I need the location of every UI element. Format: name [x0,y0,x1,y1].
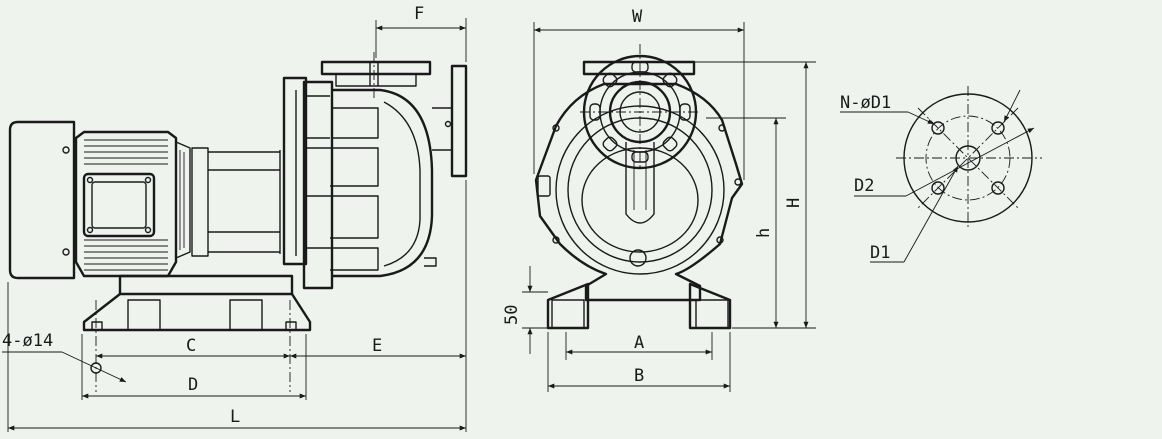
front-view [534,44,744,330]
label-b: B [634,366,644,386]
bolt-hole [991,181,1005,195]
suction-tube [625,142,655,224]
bolt-hole [991,121,1005,135]
bolt-hole [931,181,945,195]
label-n-d1: N-øD1 [840,93,891,113]
label-a: A [634,333,644,353]
label-w: W [632,7,643,27]
side-view [8,52,468,392]
pump-casing [282,60,468,290]
motor-fan-cover [8,120,76,280]
label-e: E [372,336,382,356]
coupling-housing [191,147,281,257]
label-l: L [230,407,240,427]
label-h-upper: H [784,198,804,208]
label-d2: D2 [854,176,874,196]
impeller-shroud [581,147,699,253]
label-d1: D1 [870,243,890,263]
front-view-dimensions [522,22,816,392]
dimension-labels: F W N-øD1 H h D2 D1 50 4-ø14 C E A B D L [2,4,891,427]
volute-ring [555,105,725,275]
side-view-dimensions [2,18,467,432]
motor-body [74,130,191,278]
label-c: C [186,336,196,356]
label-h-lower: h [754,228,774,238]
bolt-hole [931,121,945,135]
label-d: D [188,375,198,395]
pump-base [82,274,312,332]
front-outer-casing [534,82,744,302]
flange-view [840,86,1042,263]
drain-plug [629,249,647,267]
label-50: 50 [502,305,522,325]
label-bolt-holes: 4-ø14 [2,331,53,351]
label-f: F [414,4,424,24]
front-feet [546,282,732,330]
